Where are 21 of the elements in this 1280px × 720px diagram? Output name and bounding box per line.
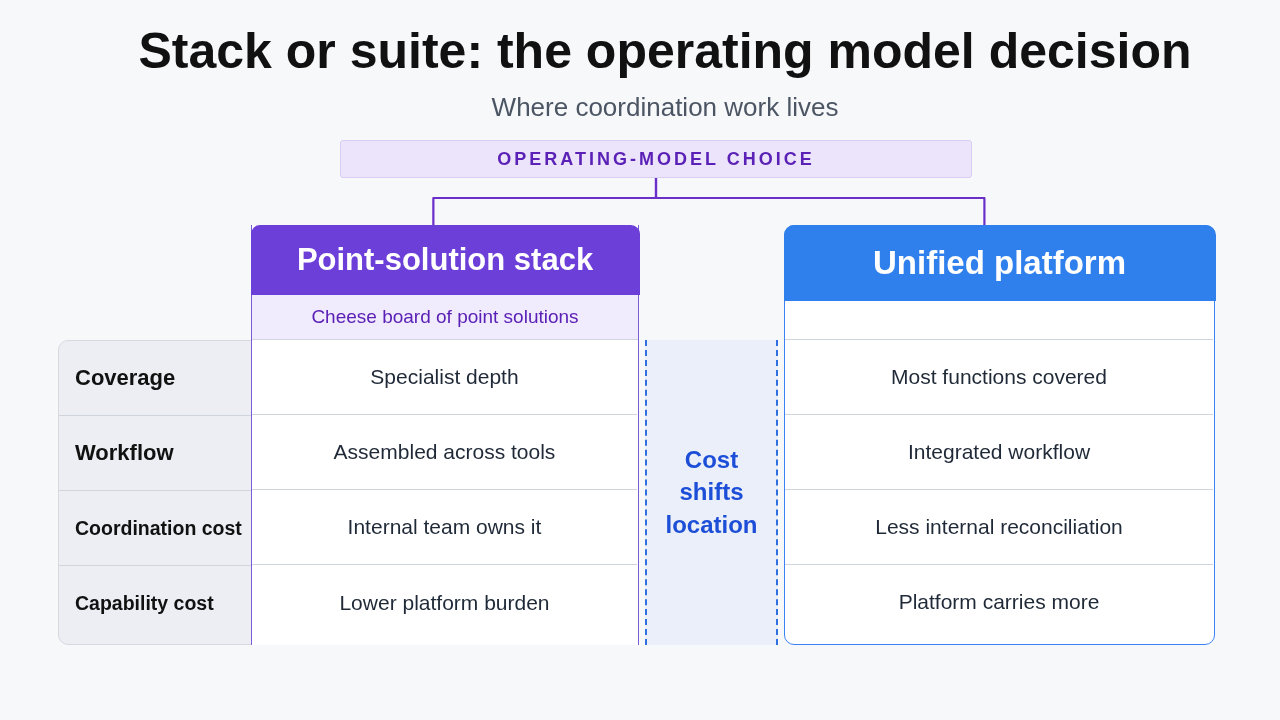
table-cell-text: Lower platform burden <box>338 589 551 616</box>
table-cell: Integrated workflow <box>785 414 1213 490</box>
row-label: Capability cost <box>74 591 215 616</box>
column-header: Point-solution stack <box>250 225 640 295</box>
table-cell: Specialist depth <box>252 340 637 415</box>
column-subheader: Cheese board of point solutions <box>252 295 638 340</box>
connector-line <box>654 178 986 225</box>
table-cell: Less internal reconciliation <box>785 489 1213 565</box>
table-cell: Most functions covered <box>785 339 1213 415</box>
title: Stack or suite: the operating model decision <box>137 22 1193 80</box>
transition-band <box>645 340 778 645</box>
band-label: Cost shifts location <box>664 444 759 540</box>
subtitle: Where coordination work lives <box>490 92 840 123</box>
banner-label: OPERATING-MODEL CHOICE <box>497 148 815 170</box>
option-column <box>251 225 639 645</box>
choice-banner <box>340 140 972 178</box>
table-cell-text: Platform carries more <box>897 589 1101 615</box>
column-header: Unified platform <box>783 224 1216 301</box>
table-cell: Internal team owns it <box>252 490 637 565</box>
table-cell: Assembled across tools <box>252 415 637 490</box>
option-column <box>784 225 1215 645</box>
